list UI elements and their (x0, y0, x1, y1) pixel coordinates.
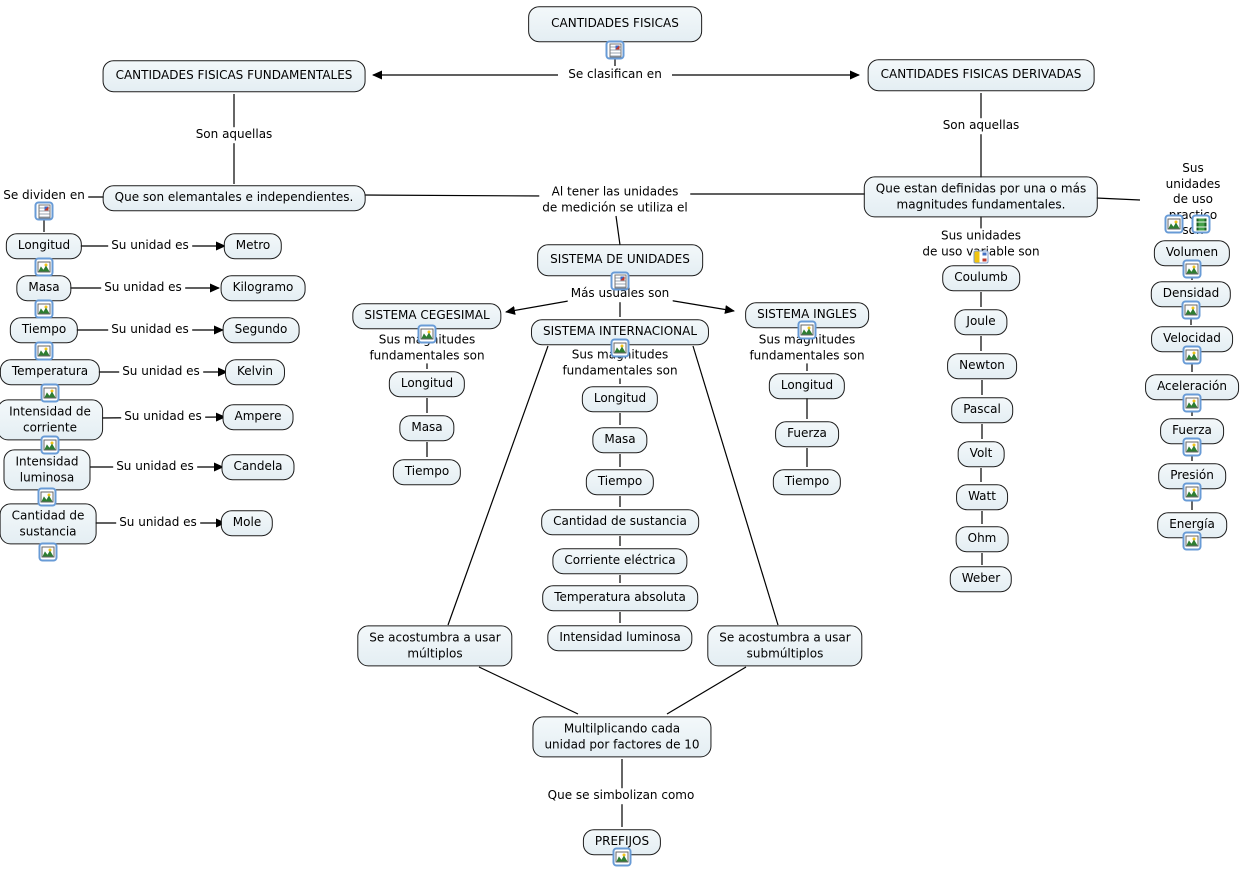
node-volt[interactable]: Volt (957, 441, 1005, 467)
node-multiplicando[interactable]: Multilplicando cada unidad por factores … (532, 716, 712, 758)
node-newton[interactable]: Newton (947, 353, 1017, 379)
node-candela[interactable]: Candela (221, 454, 295, 480)
node-si-longitud[interactable]: Longitud (581, 386, 659, 412)
node-si-cantidad-sustancia[interactable]: Cantidad de sustancia (541, 509, 699, 535)
node-sistema-internacional[interactable]: SISTEMA INTERNACIONAL (530, 319, 710, 345)
node-si-temperatura-absoluta[interactable]: Temperatura absoluta (542, 585, 698, 611)
node-ohm[interactable]: Ohm (955, 526, 1009, 552)
node-kelvin[interactable]: Kelvin (224, 359, 286, 385)
node-intensidad-corriente[interactable]: Intensidad de corriente (0, 399, 103, 441)
resource-image-icon[interactable] (1182, 531, 1202, 551)
node-ing-fuerza[interactable]: Fuerza (775, 421, 839, 447)
resource-image-icon[interactable] (34, 341, 54, 361)
node-sistema-de-unidades[interactable]: SISTEMA DE UNIDADES (537, 244, 703, 276)
node-intensidad-luminosa[interactable]: Intensidad luminosa (3, 449, 91, 491)
node-metro[interactable]: Metro (223, 233, 283, 259)
node-coulumb[interactable]: Coulumb (942, 265, 1020, 291)
node-mole[interactable]: Mole (220, 510, 274, 536)
node-weber[interactable]: Weber (949, 566, 1013, 592)
phrase-sus-magnitudes-cegesimal[interactable]: Sus magnitudes fundamentales son (366, 332, 488, 364)
node-si-tiempo[interactable]: Tiempo (585, 469, 655, 495)
node-submultiplos[interactable]: Se acostumbra a usar submúltiplos (707, 625, 863, 667)
node-temperatura[interactable]: Temperatura (0, 359, 101, 385)
resource-image-icon[interactable] (34, 299, 54, 319)
phrase-simbolizan[interactable]: Que se simbolizan como (544, 788, 698, 804)
phrase-mas-usuales[interactable]: Más usuales son (567, 286, 673, 302)
resource-image-icon[interactable] (40, 383, 60, 403)
phrase-su-unidad-3[interactable]: Su unidad es (108, 322, 192, 338)
resource-image-icon[interactable] (1182, 437, 1202, 457)
phrase-su-unidad-5[interactable]: Su unidad es (121, 409, 205, 425)
phrase-al-tener[interactable]: Al tener las unidades de medición se uti… (539, 184, 691, 216)
node-ceg-masa[interactable]: Masa (399, 415, 455, 441)
node-watt[interactable]: Watt (956, 484, 1008, 510)
resource-image-icon[interactable] (40, 435, 60, 455)
phrase-sus-magnitudes-internacional[interactable]: Sus magnitudes fundamentales son (559, 347, 681, 379)
resource-image-icon[interactable] (417, 324, 437, 344)
node-segundo[interactable]: Segundo (222, 317, 300, 343)
phrase-uso-variable[interactable]: Sus unidades de uso variable son (919, 228, 1043, 260)
node-si-masa[interactable]: Masa (592, 427, 648, 453)
phrase-son-aquellas-right[interactable]: Son aquellas (939, 118, 1023, 134)
node-joule[interactable]: Joule (954, 309, 1008, 335)
node-definicion-fundamentales[interactable]: Que son elemantales e independientes. (102, 185, 366, 211)
resource-image-icon[interactable] (1182, 393, 1202, 413)
node-volumen[interactable]: Volumen (1153, 240, 1231, 266)
node-cantidades-fisicas[interactable]: CANTIDADES FISICAS (528, 6, 702, 42)
phrase-su-unidad-4[interactable]: Su unidad es (119, 364, 203, 380)
node-tiempo[interactable]: Tiempo (9, 317, 79, 343)
phrase-su-unidad-7[interactable]: Su unidad es (116, 515, 200, 531)
node-multiplos[interactable]: Se acostumbra a usar múltiplos (357, 625, 513, 667)
node-kilogramo[interactable]: Kilogramo (220, 275, 306, 301)
node-cantidad-sustancia[interactable]: Cantidad de sustancia (0, 503, 97, 545)
resource-image-icon[interactable] (610, 338, 630, 358)
resource-video-icon[interactable] (1191, 214, 1211, 234)
phrase-su-unidad-1[interactable]: Su unidad es (108, 238, 192, 254)
phrase-se-clasifican[interactable]: Se clasifican en (565, 67, 665, 83)
resource-image-icon[interactable] (37, 487, 57, 507)
resource-image-icon[interactable] (1181, 300, 1201, 320)
node-velocidad[interactable]: Velocidad (1151, 326, 1233, 352)
node-longitud[interactable]: Longitud (5, 233, 83, 259)
phrase-se-dividen[interactable]: Se dividen en (0, 188, 88, 204)
resource-image-icon[interactable] (1164, 214, 1184, 234)
resource-image-icon[interactable] (1182, 345, 1202, 365)
node-definicion-derivadas[interactable]: Que estan definidas por una o más magnit… (863, 176, 1099, 218)
node-ing-tiempo[interactable]: Tiempo (772, 469, 842, 495)
resource-image-icon[interactable] (1182, 482, 1202, 502)
node-pascal[interactable]: Pascal (951, 397, 1013, 423)
phrase-su-unidad-6[interactable]: Su unidad es (113, 459, 197, 475)
phrase-su-unidad-2[interactable]: Su unidad es (101, 280, 185, 296)
resource-image-icon[interactable] (34, 257, 54, 277)
resource-image-icon[interactable] (612, 847, 632, 867)
resource-image-icon[interactable] (1182, 259, 1202, 279)
node-ceg-tiempo[interactable]: Tiempo (392, 459, 462, 485)
resource-doc-icon[interactable] (605, 40, 625, 60)
node-ing-longitud[interactable]: Longitud (768, 373, 846, 399)
node-si-corriente-electrica[interactable]: Corriente eléctrica (552, 548, 688, 574)
node-ampere[interactable]: Ampere (222, 404, 294, 430)
resource-image-icon[interactable] (797, 320, 817, 340)
resource-doc-icon[interactable] (610, 271, 630, 291)
node-masa[interactable]: Masa (16, 275, 72, 301)
node-fundamentales[interactable]: CANTIDADES FISICAS FUNDAMENTALES (102, 60, 366, 92)
phrase-son-aquellas-left[interactable]: Son aquellas (192, 127, 276, 143)
node-si-intensidad-luminosa[interactable]: Intensidad luminosa (547, 625, 693, 651)
resource-table-icon[interactable] (973, 250, 989, 264)
resource-image-icon[interactable] (38, 542, 58, 562)
resource-doc-icon[interactable] (34, 201, 54, 221)
node-ceg-longitud[interactable]: Longitud (388, 371, 466, 397)
node-derivadas[interactable]: CANTIDADES FISICAS DERIVADAS (867, 59, 1095, 91)
